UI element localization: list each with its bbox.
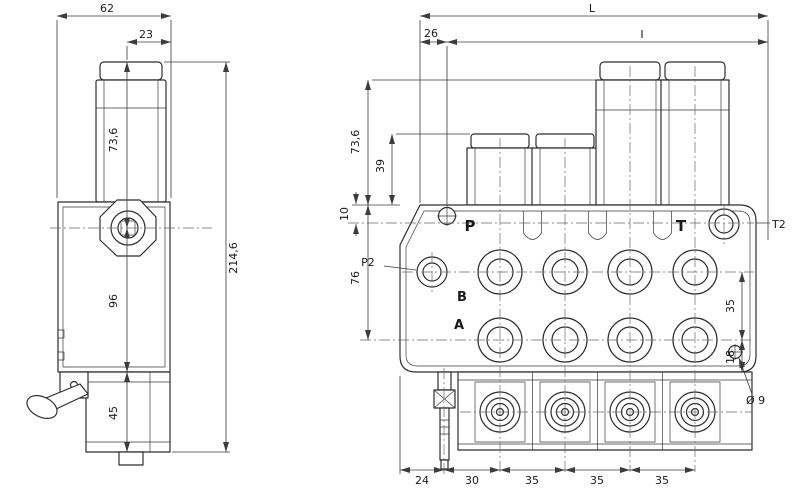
extension-lines-left: [56, 20, 230, 453]
lever-grip: [26, 394, 58, 420]
dimension-labels-left-view: 62 23 73,6 96 45 214,6: [100, 2, 240, 420]
dimension-labels-right-view: L I 26 73,6 39 10 76 35 18 Ø 9 24 30 35 …: [338, 2, 765, 487]
leader-line-hole-diameter: [738, 357, 753, 395]
dim-label-top-width: 62: [100, 2, 114, 15]
left-view-side-elevation: [26, 61, 171, 466]
dim-label-bottom-margin: 18: [724, 350, 737, 364]
centerlines-p2-t2: [431, 204, 725, 292]
dim-label-lower-height: 45: [107, 406, 120, 420]
cap-short-detail-lines: [474, 148, 591, 205]
centerlines: [50, 66, 754, 474]
adjustment-stem: [433, 371, 456, 470]
extension-lines-right: [352, 20, 770, 474]
port-label-p: P: [465, 217, 476, 235]
dim-label-port-row-spacing: 35: [724, 299, 737, 313]
dim-label-bottom-35-b: 35: [590, 474, 604, 487]
dim-label-total-length: L: [589, 2, 596, 15]
left-lower-section: [85, 371, 171, 453]
dim-label-bottom-30: 30: [465, 474, 479, 487]
dim-label-bottom-35-c: 35: [655, 474, 669, 487]
dim-label-small-cap-height: 39: [374, 159, 387, 173]
left-cap-top-band: [99, 61, 163, 81]
centerlines-columns: [499, 66, 696, 472]
dim-label-hole-diameter: Ø 9: [746, 394, 765, 407]
dim-label-bottom-35-a: 35: [525, 474, 539, 487]
port-label-t: T: [676, 217, 687, 235]
left-cap-detail-lines: [96, 80, 166, 202]
port-labels: P T B A P2 T2: [361, 217, 786, 333]
dim-label-top-to-ports: 10: [338, 207, 351, 221]
left-foot: [118, 451, 144, 466]
dim-label-inner-length: I: [640, 28, 643, 41]
body-inner-outline: [405, 210, 751, 367]
dim-label-total-height: 214,6: [227, 242, 240, 274]
dimensions-right-view: [352, 13, 770, 474]
body-top-webs: [523, 211, 672, 240]
dim-label-top-offset: 23: [139, 28, 153, 41]
dim-label-body-height: 76: [349, 271, 362, 285]
dim-label-cap-height: 73,6: [349, 130, 362, 155]
port-label-t2: T2: [771, 218, 786, 231]
dim-label-mid-height: 96: [107, 294, 120, 308]
dim-label-bottom-24: 24: [415, 474, 429, 487]
dim-label-left-offset: 26: [424, 27, 438, 40]
port-label-b: B: [457, 290, 467, 305]
port-label-p2: P2: [361, 256, 375, 269]
left-body-notches: [58, 329, 65, 361]
right-view-front-elevation: [399, 61, 757, 470]
leader-line-p2: [383, 265, 417, 271]
port-label-a: A: [454, 318, 464, 333]
spool-band-lines: [458, 372, 752, 450]
dimensions-left-view: [56, 13, 230, 453]
dim-label-upper-height: 73,6: [107, 128, 120, 153]
